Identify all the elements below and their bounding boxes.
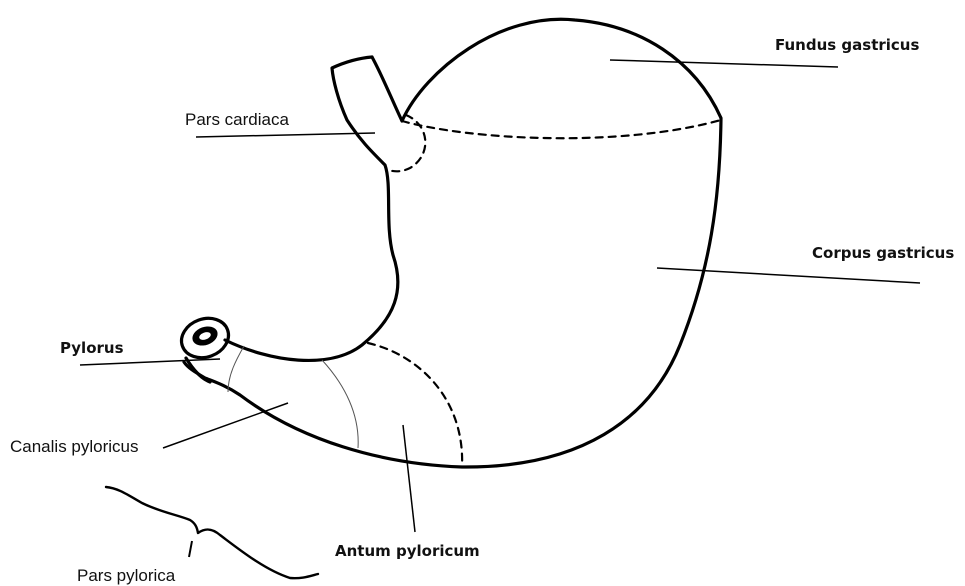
- label-pylorus: Pylorus: [60, 339, 124, 357]
- antrum-boundary: [368, 343, 462, 467]
- antrum-division-line: [322, 360, 358, 448]
- pars-pylorica-brace: [106, 487, 318, 578]
- label-pars-pylorica: Pars pylorica: [77, 566, 176, 585]
- leader-pars-cardiaca: [196, 133, 375, 137]
- pars-pylorica-tick: [189, 541, 192, 557]
- label-antrum-pyloricum: Antum pyloricum: [335, 542, 480, 560]
- canalis-division-line: [228, 346, 244, 392]
- leader-fundus: [610, 60, 838, 67]
- label-corpus-gastricus: Corpus gastricus: [812, 244, 954, 262]
- stomach-outline: [184, 19, 721, 467]
- leader-antrum: [403, 425, 415, 532]
- label-canalis-pyloricus: Canalis pyloricus: [10, 437, 139, 456]
- leader-corpus: [657, 268, 920, 283]
- label-fundus-gastricus: Fundus gastricus: [775, 36, 919, 54]
- cardia-boundary: [388, 115, 425, 171]
- label-pars-cardiaca: Pars cardiaca: [185, 110, 289, 129]
- leader-canalis: [163, 403, 288, 448]
- fundus-boundary: [402, 120, 721, 138]
- leader-pylorus: [80, 359, 220, 365]
- lesser-curvature: [225, 57, 398, 360]
